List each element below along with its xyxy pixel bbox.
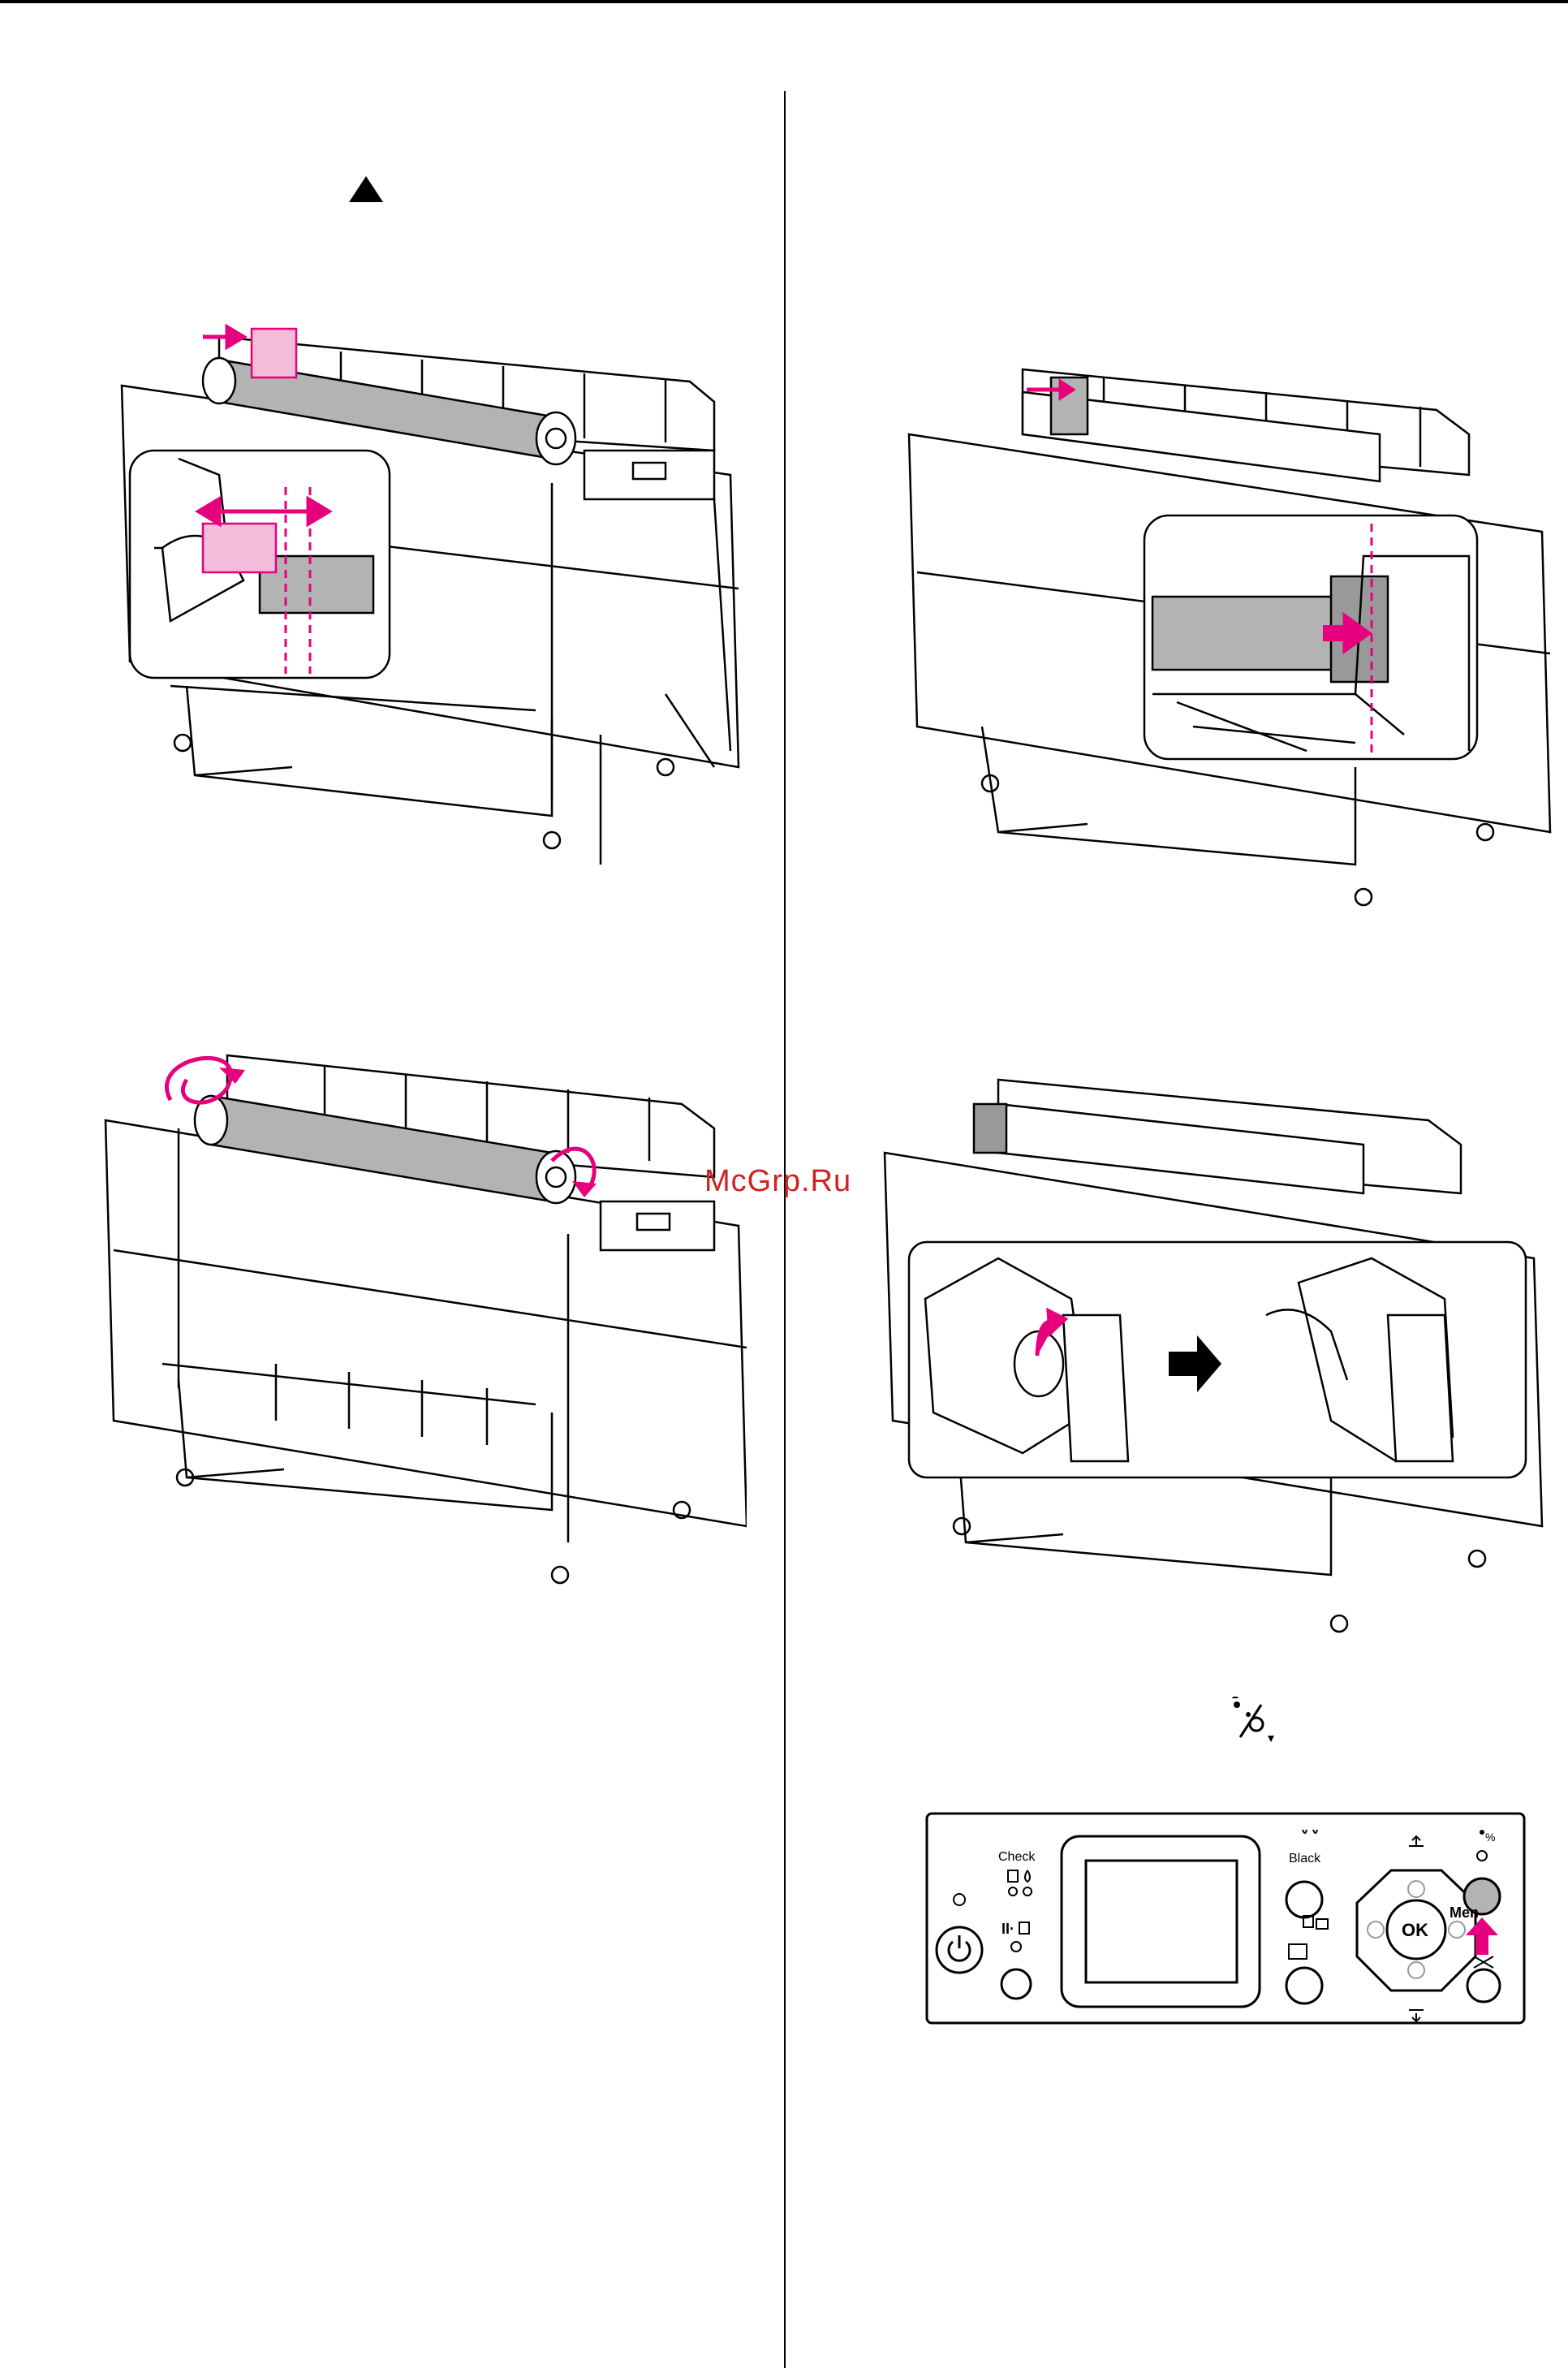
menu-label: Men	[1450, 1904, 1479, 1921]
watermark: McGrp.Ru	[704, 1164, 851, 1199]
figure-roll-rotate	[97, 1039, 747, 1591]
figure-adapter-slide	[97, 313, 747, 865]
lcd-screen	[1086, 1861, 1237, 1982]
vacuum-paper-suction-icon	[1229, 1697, 1277, 1745]
ok-button-label[interactable]: OK	[1402, 1920, 1428, 1940]
svg-text:%: %	[1485, 1831, 1495, 1844]
up-arrow-icon	[349, 176, 383, 202]
page-top-rule	[0, 0, 1568, 3]
svg-text:II·: II·	[1002, 1921, 1014, 1937]
column-divider	[784, 91, 786, 2368]
figure-adapter-push	[901, 345, 1558, 913]
control-panel: Check II· Black OK %	[925, 1812, 1526, 2025]
check-label: Check	[998, 1850, 1036, 1864]
black-label: Black	[1289, 1852, 1321, 1866]
figure-lever-lock	[877, 1072, 1550, 1640]
